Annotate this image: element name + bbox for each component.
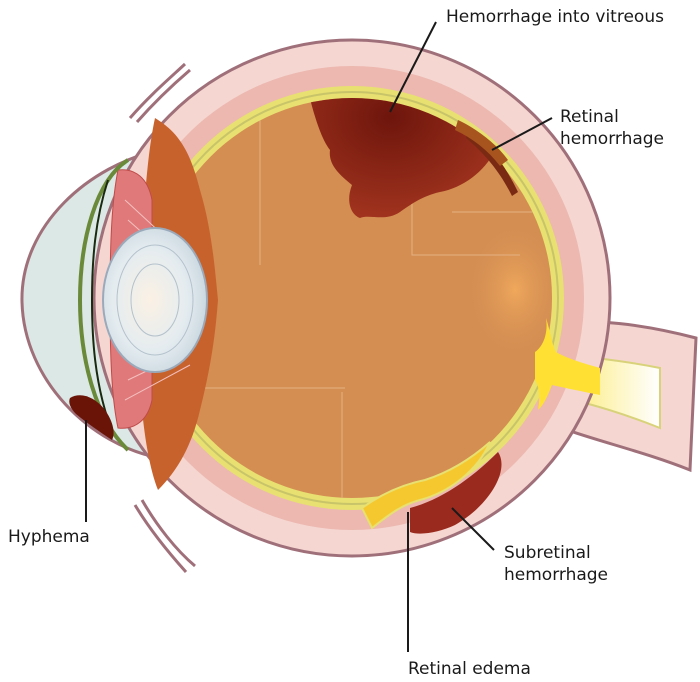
label-retinal-hemorrhage-line1: Retinal [560,107,619,127]
lens-nucleus-inner [130,263,180,337]
lower-eyelid [133,499,196,574]
retinal-edema [360,441,491,530]
label-hyphema: Hyphema [8,527,90,547]
label-vitreous-hemorrhage: Hemorrhage into vitreous [446,7,664,27]
label-retinal-hemorrhage: Retinal hemorrhage [560,106,664,150]
label-subretinal-hemorrhage-line1: Subretinal [504,543,591,563]
leader-vitreous [389,21,437,113]
retinal-hemorrhage [466,128,518,196]
faint-grid [160,98,552,498]
anterior-chamber-edge [90,179,109,421]
lens [102,227,208,373]
leader-subretinal [451,507,495,551]
optic-disc [535,318,600,410]
label-retinal-edema: Retinal edema [408,659,531,679]
retinal-hemorrhage-2 [455,120,508,166]
label-retinal-hemorrhage-line2: hemorrhage [560,129,665,149]
label-subretinal-hemorrhage: Subretinal hemorrhage [504,542,608,586]
leader-retinal [491,117,553,151]
upper-eyelid [128,62,191,123]
lens-nucleus-outer [116,244,194,356]
label-subretinal-hemorrhage-line2: hemorrhage [504,565,609,585]
subretinal-hemorrhage [410,452,502,534]
hyphema-blood [69,395,114,440]
leader-lines [85,21,553,652]
vitreous-body [152,98,552,498]
